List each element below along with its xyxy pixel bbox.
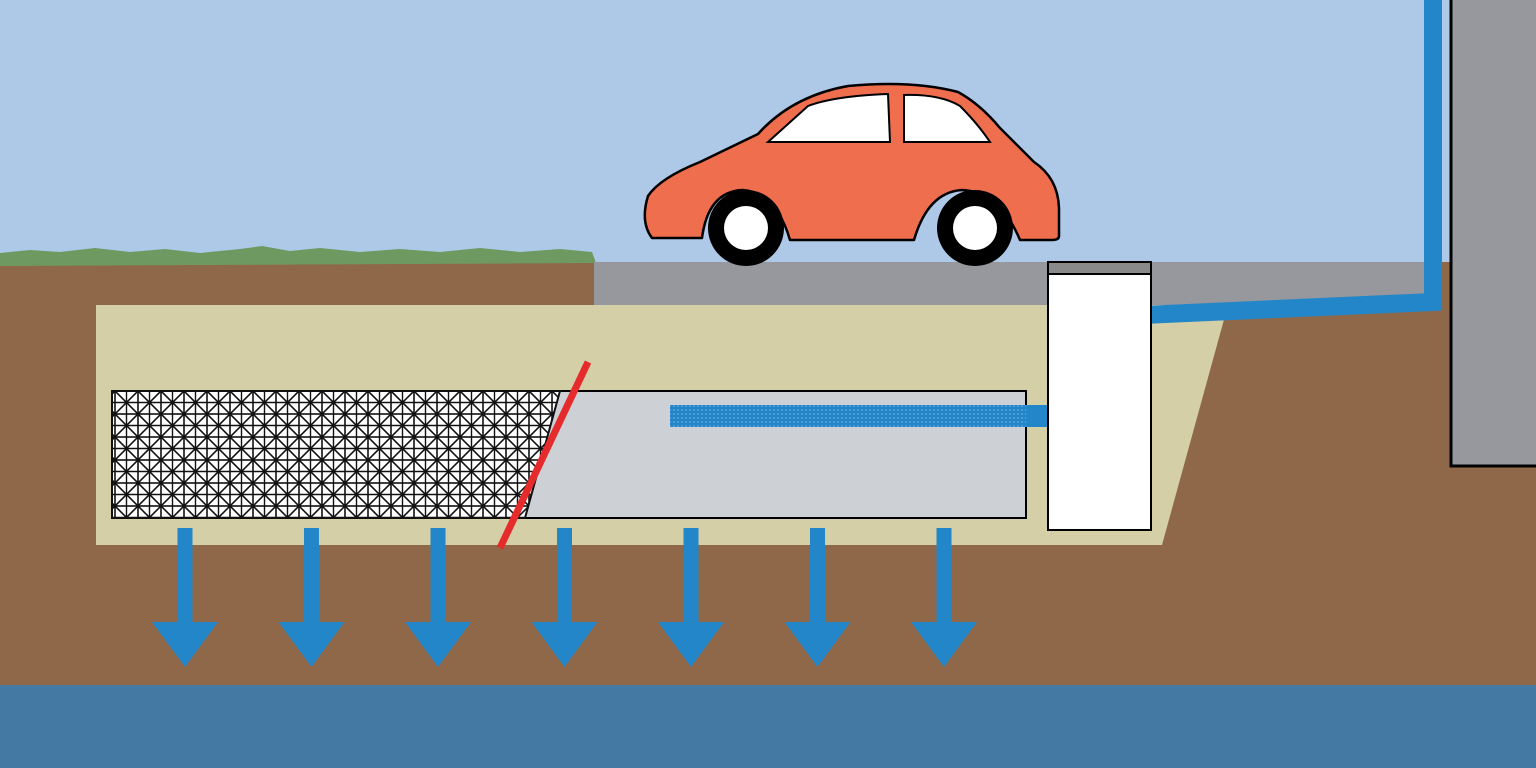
- arrow-down-icon: [911, 528, 977, 667]
- infiltration-crates: [111, 390, 562, 519]
- inspection-chamber-lid: [1047, 261, 1152, 275]
- car-front-wheel: [708, 190, 784, 266]
- car-icon: [643, 82, 1061, 266]
- car-rear-window: [903, 93, 992, 143]
- arrow-down-icon: [658, 528, 724, 667]
- car-front-window: [765, 92, 892, 143]
- road-surface: [594, 262, 1424, 307]
- arrow-down-icon: [405, 528, 471, 667]
- arrow-down-icon: [531, 528, 598, 667]
- groundwater: [0, 685, 1536, 768]
- car-rear-wheel: [937, 190, 1013, 266]
- inspection-chamber: [1047, 269, 1152, 531]
- arrow-down-icon: [278, 528, 345, 667]
- building-wall: [1449, 0, 1536, 468]
- arrow-down-icon: [784, 528, 851, 667]
- grass-strip: [0, 246, 596, 266]
- arrow-down-icon: [152, 528, 218, 667]
- separator-line: [496, 360, 592, 550]
- infiltration-arrows: [152, 528, 977, 667]
- downpipe: [1119, 0, 1442, 325]
- distribution-pipe: [670, 405, 1026, 427]
